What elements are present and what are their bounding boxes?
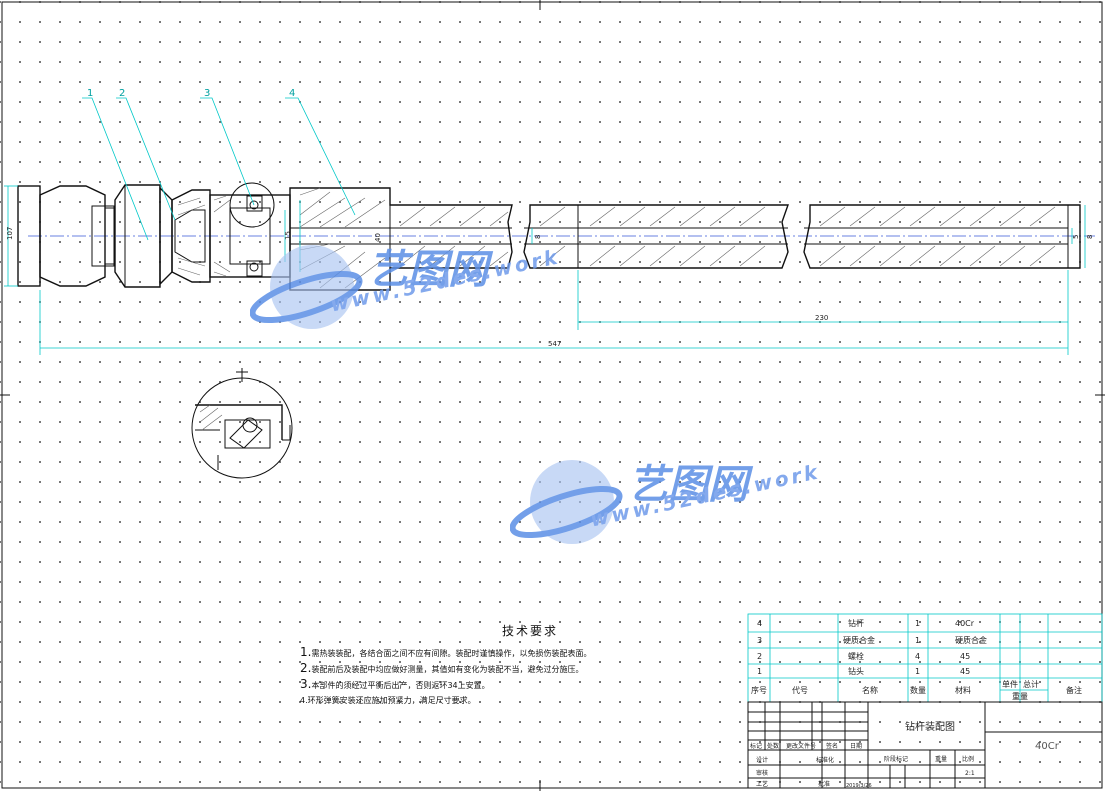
tb-scale: 比例 [962, 755, 974, 763]
watermark-top: 艺图网 www.52des.work [250, 225, 590, 355]
row-1-material: 40Cr [955, 619, 975, 628]
tb-process: 工艺 [756, 780, 768, 788]
balloon-1: 1 [87, 88, 93, 99]
row-3-qty: 4 [915, 652, 920, 661]
row-2-no: 3 [757, 636, 762, 645]
watermark-logo-icon [250, 245, 363, 329]
tech-item-1: 1.需热装装配，各结合面之间不应有间隙。装配时谨慎操作，以免损伤装配表面。 [300, 645, 592, 659]
dim-547: 547 [548, 340, 561, 348]
title-block [747, 701, 1103, 789]
row-2-material: 硬质合金 [955, 635, 987, 645]
row-4-no: 1 [757, 667, 762, 676]
dimension-labels: 107 15 40 8 5 8 230 547 [6, 227, 1094, 348]
hdr-qty: 数量 [910, 685, 926, 695]
tech-item-2: 2.装配前后及装配中均应做好测量，其值如有变化为装配不当，避免过分施压。 [300, 661, 584, 675]
detail-circle [229, 182, 275, 228]
balloon-2: 2 [119, 88, 125, 99]
tb-standardize: 标准化 [816, 756, 834, 764]
tb-approve: 批准 [818, 780, 830, 788]
dim-8-right: 8 [1086, 235, 1094, 239]
title-material: 40Cr [1035, 741, 1060, 752]
dim-5: 5 [1072, 235, 1080, 239]
tb-date: 2019/3/26 [846, 783, 872, 789]
watermark-center: 艺图网 www.52des.work [510, 440, 850, 570]
dimensions [4, 97, 1086, 355]
tb-zone: 更改文件号 [786, 742, 816, 750]
hdr-total: 总计 [1023, 679, 1039, 689]
dim-8: 8 [534, 235, 542, 239]
balloon-4: 4 [289, 88, 295, 99]
hdr-single: 单件 [1002, 679, 1018, 689]
drawing-name: 钻杆装配图 [905, 720, 955, 733]
dim-107: 107 [6, 227, 14, 240]
hdr-weight: 重量 [1012, 691, 1028, 701]
hdr-name: 名称 [862, 685, 878, 695]
row-3-no: 2 [757, 652, 762, 661]
balloon-3: 3 [204, 88, 210, 99]
tb-design: 设计 [756, 756, 768, 764]
coupling [171, 189, 211, 283]
row-3-material: 45 [960, 652, 970, 661]
dim-230: 230 [815, 314, 828, 322]
tech-title: 技术要求 [501, 624, 558, 638]
row-4-qty: 1 [915, 667, 920, 676]
parts-list-table [747, 613, 1103, 703]
tb-date-label: 日期 [850, 742, 862, 750]
tb-check: 审核 [756, 769, 768, 777]
tech-item-4: 4.环形弹簧安装还应施加预紧力，满足尺寸要求。 [300, 696, 476, 705]
row-4-name: 钻头 [848, 666, 864, 676]
tb-count: 处数 [767, 742, 779, 750]
hdr-material: 材料 [955, 685, 971, 695]
balloon-labels: 1 2 3 4 [87, 88, 295, 99]
row-1-name: 钻杆 [848, 618, 864, 628]
title-block-text: 钻杆装配图 40Cr 标记 处数 更改文件号 签名 日期 设计 标准化 审核 工… [750, 720, 1060, 789]
dim-40: 40 [374, 233, 382, 242]
hdr-code: 代号 [792, 685, 808, 695]
parts-list-text: 4 钻杆 1 40Cr 3 硬质合金 1 硬质合金 2 螺栓 4 45 1 钻头… [751, 618, 1082, 701]
row-2-name: 硬质合金 [843, 635, 875, 645]
row-1-qty: 1 [915, 619, 920, 628]
hdr-no: 序号 [751, 685, 767, 695]
tb-scale-value: 2:1 [965, 770, 975, 777]
dim-15: 15 [284, 231, 292, 240]
tb-stage-mark: 阶段标记 [884, 755, 908, 763]
watermark-cn: 艺图网 [628, 462, 748, 508]
technical-requirements: 技术要求 1.需热装装配，各结合面之间不应有间隙。装配时谨慎操作，以免损伤装配表… [300, 622, 730, 708]
watermark-logo-icon [510, 460, 623, 544]
watermark-cn: 艺图网 [368, 247, 488, 293]
row-3-name: 螺栓 [848, 651, 864, 661]
detail-view [191, 368, 293, 479]
tech-item-3: 3.本部件的须经过平衡后出产，否则返环34上安置。 [300, 677, 490, 691]
tb-weight: 重量 [935, 755, 947, 763]
tb-mark: 标记 [750, 742, 762, 750]
tb-sign: 签名 [826, 742, 838, 750]
row-2-qty: 1 [915, 636, 920, 645]
row-4-material: 45 [960, 667, 970, 676]
row-1-no: 4 [757, 619, 762, 628]
hdr-remark: 备注 [1066, 685, 1082, 695]
